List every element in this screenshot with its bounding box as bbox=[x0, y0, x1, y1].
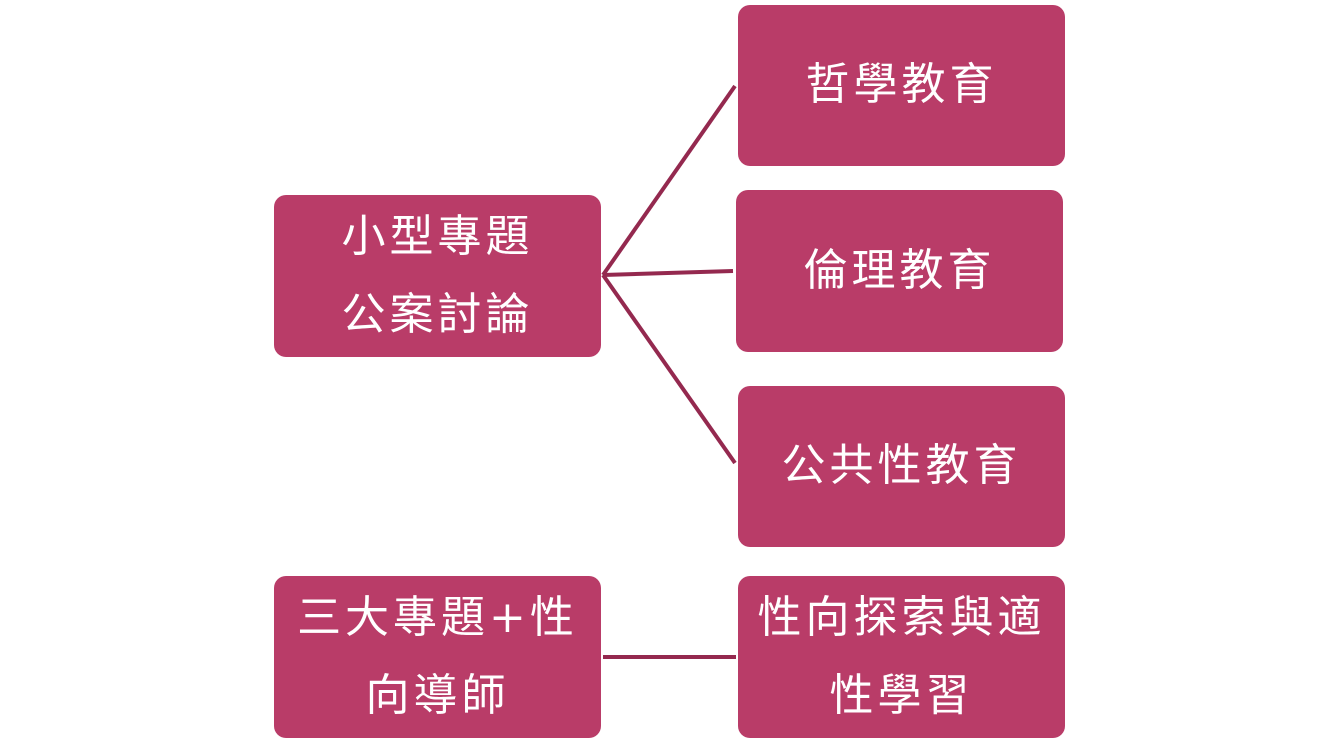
connector-philosophy bbox=[601, 84, 737, 277]
node-topic-discussion: 小型專題 公案討論 bbox=[274, 195, 601, 357]
node-aptitude: 性向探索與適性學習 bbox=[738, 576, 1065, 738]
node-label: 倫理教育 bbox=[803, 244, 996, 296]
node-label: 三大專題+性向導師 bbox=[297, 591, 578, 721]
node-label: 性向探索與適性學習 bbox=[757, 591, 1046, 721]
node-label: 公共性教育 bbox=[781, 440, 1022, 492]
node-mentor: 三大專題+性向導師 bbox=[274, 576, 601, 738]
node-ethics: 倫理教育 bbox=[736, 190, 1063, 352]
node-label: 哲學教育 bbox=[805, 59, 998, 111]
connector-ethics bbox=[602, 269, 734, 277]
node-line-1: 小型專題 bbox=[341, 210, 534, 262]
node-publicness: 公共性教育 bbox=[738, 386, 1065, 547]
connector-publicness bbox=[601, 273, 737, 465]
node-philosophy: 哲學教育 bbox=[738, 5, 1065, 166]
node-line-2: 公案討論 bbox=[341, 289, 534, 340]
